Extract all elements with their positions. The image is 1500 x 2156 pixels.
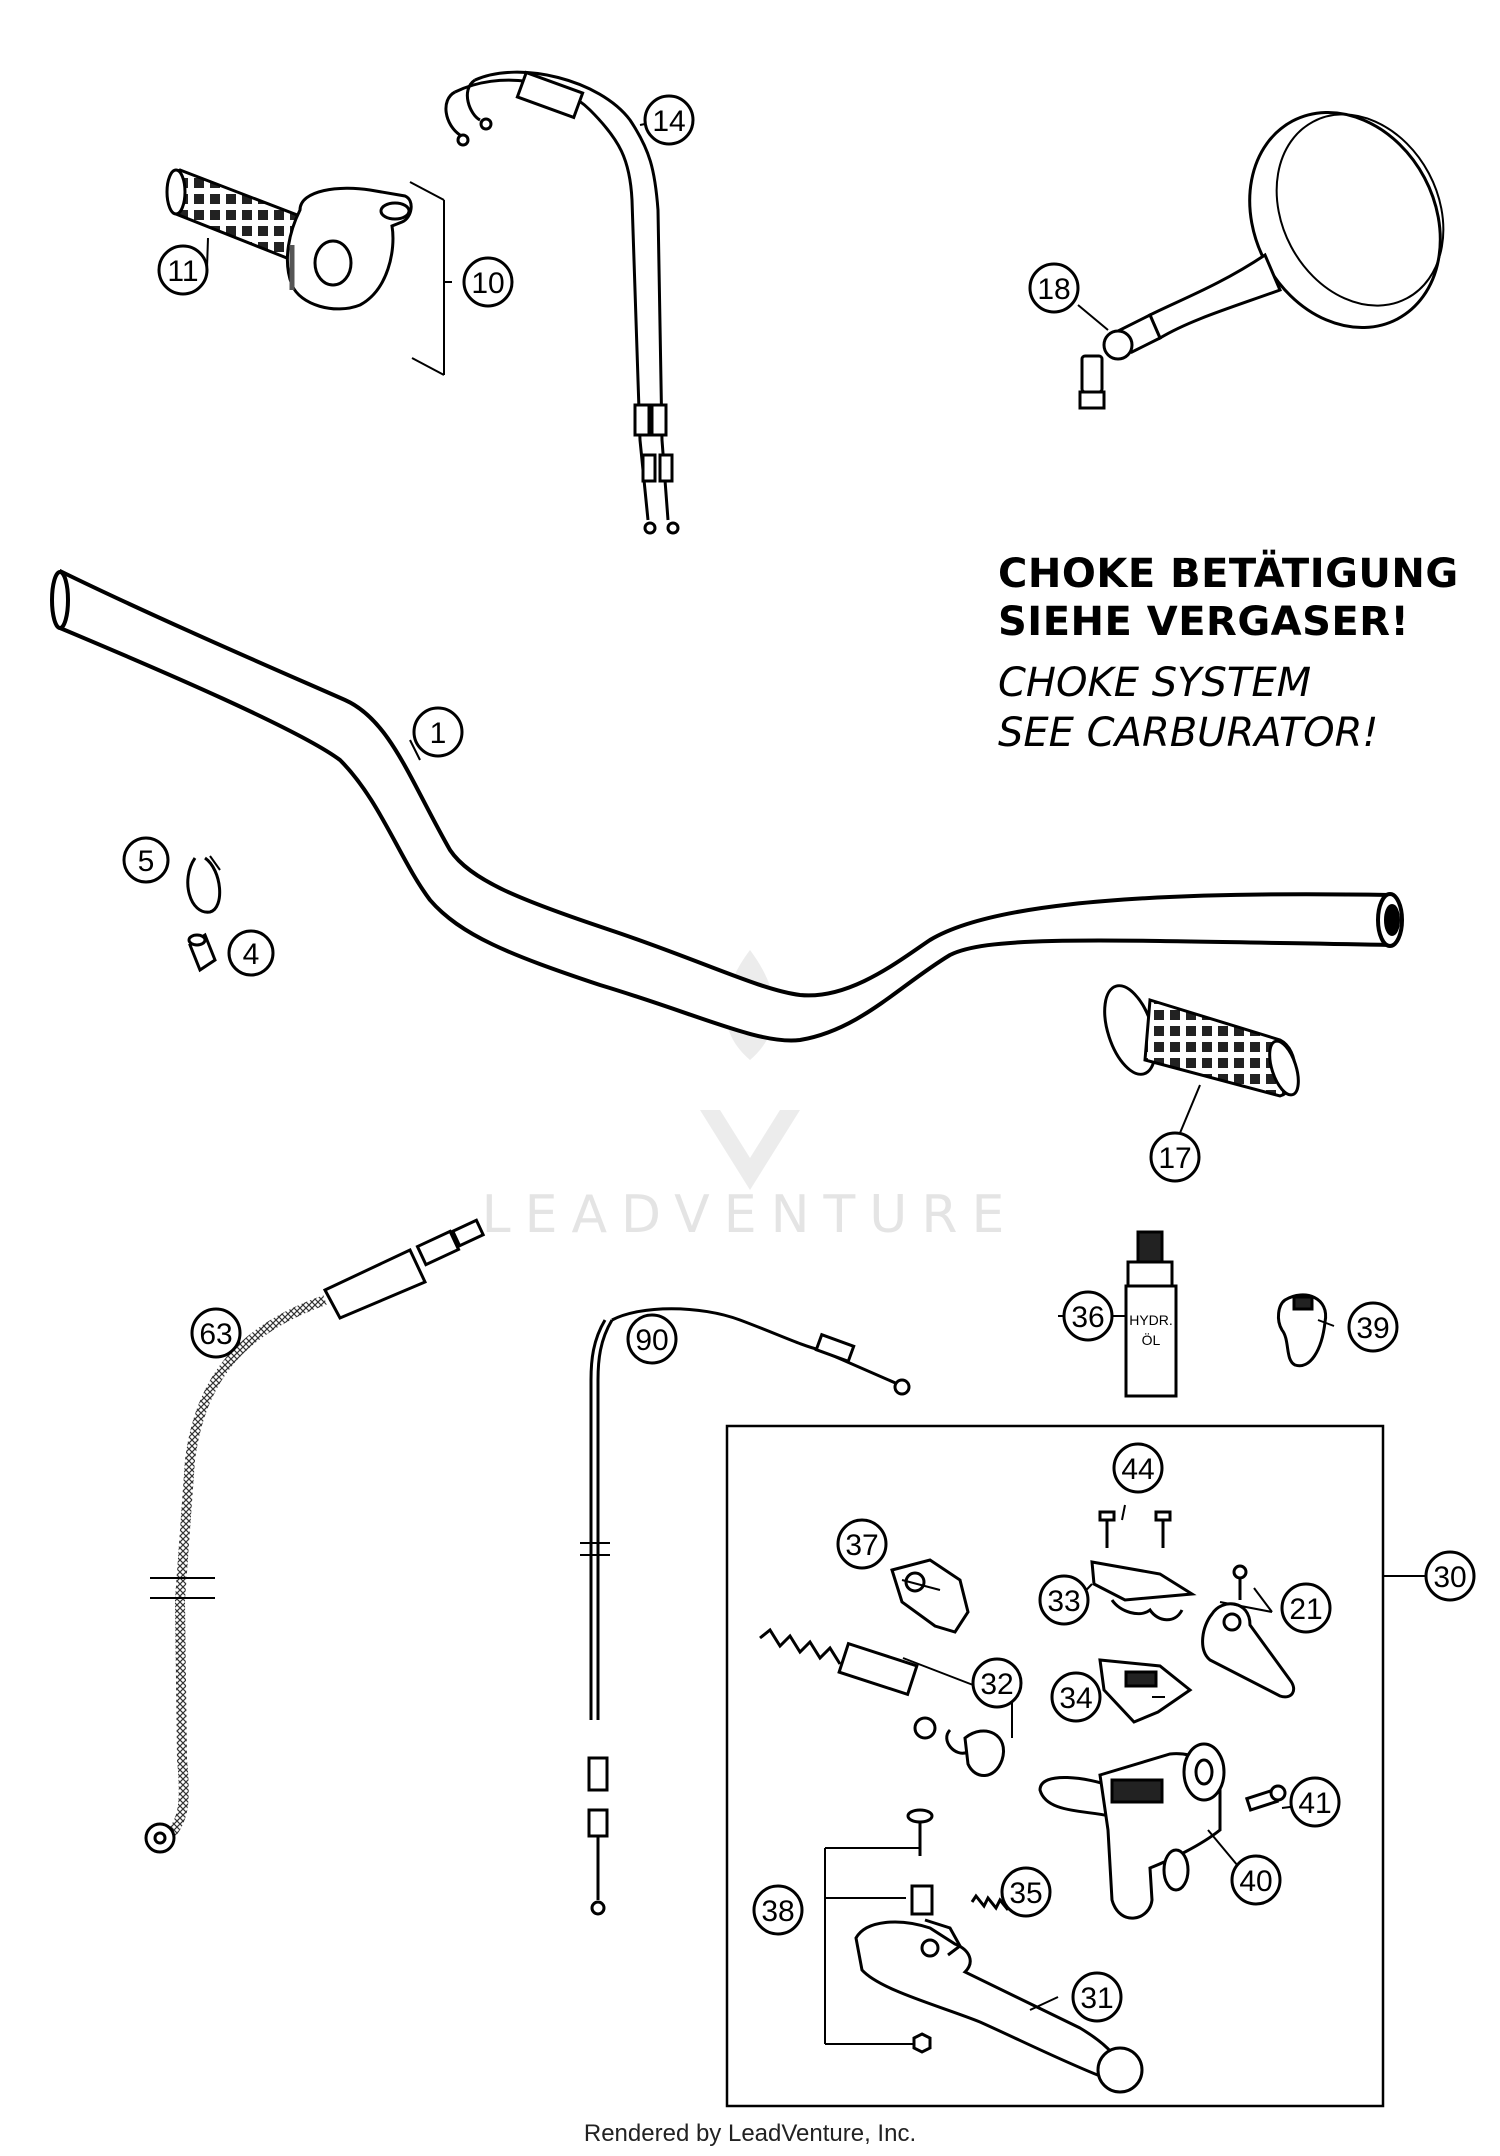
callout-label: 1 [430, 717, 447, 750]
watermark-text: LEADVENTURE [481, 1185, 1019, 1245]
throttle-cables [444, 70, 680, 535]
choke-note-english-line1: CHOKE SYSTEM [998, 660, 1312, 706]
oil-bottle [1124, 1230, 1178, 1398]
callout-10 [462, 256, 514, 308]
mirror [1078, 110, 1445, 410]
braided-hose [144, 1218, 486, 1854]
right-grip [1103, 984, 1300, 1098]
callout-label: 11 [167, 255, 198, 288]
callout-label: 18 [1037, 273, 1070, 306]
callout-33 [1038, 1574, 1090, 1626]
choke-note-german-line1: CHOKE BETÄTIGUNG [998, 551, 1459, 597]
callout-14 [643, 94, 695, 146]
screws [1098, 1510, 1172, 1548]
choke-note-english-line2: SEE CARBURATOR! [998, 710, 1379, 756]
callout-17 [1149, 1131, 1201, 1183]
callout-63 [190, 1307, 242, 1359]
callout-label: 44 [1121, 1453, 1154, 1486]
callout-label: 31 [1080, 1982, 1113, 2015]
callout-4 [227, 929, 275, 977]
callout-label: 90 [635, 1324, 668, 1357]
callout-40 [1230, 1854, 1282, 1906]
callout-39 [1347, 1301, 1399, 1353]
callout-label: 39 [1356, 1312, 1389, 1345]
pivot-bolt [1201, 1564, 1296, 1699]
callout-label: 63 [199, 1318, 232, 1351]
callout-label: 4 [243, 938, 260, 971]
callout-30 [1424, 1550, 1476, 1602]
callout-label: 10 [471, 267, 504, 300]
callout-label: 30 [1433, 1561, 1466, 1594]
callout-36 [1062, 1290, 1114, 1342]
ring-clip [186, 856, 222, 914]
clutch-lever [854, 1918, 1144, 2094]
callout-label: 33 [1047, 1585, 1080, 1618]
callout-35 [1000, 1866, 1052, 1918]
callout-label: 21 [1289, 1593, 1322, 1626]
callout-34 [1050, 1671, 1102, 1723]
housing-bracket-line [409, 181, 445, 201]
callout-44 [1112, 1442, 1164, 1494]
callout-label: 38 [761, 1895, 794, 1928]
piston-assembly [759, 1627, 1013, 1777]
footer-credit: Rendered by LeadVenture, Inc. [583, 2120, 917, 2147]
lever-clamp-part [890, 1558, 970, 1634]
callout-label: 34 [1059, 1682, 1092, 1715]
master-cylinder [1038, 1742, 1287, 1920]
oil-bottle-label: HYDR. [1129, 1312, 1173, 1328]
callout-label: 32 [980, 1668, 1013, 1701]
reservoir-cover [1090, 1560, 1197, 1622]
callout-31 [1071, 1971, 1123, 2023]
callout-18 [1028, 262, 1080, 314]
choke-note-english: CHOKE SYSTEM SEE CARBURATOR! [998, 658, 1378, 758]
callout-21 [1280, 1582, 1332, 1634]
callout-label: 5 [138, 845, 155, 878]
callout-label: 14 [652, 105, 685, 138]
callout-label: 41 [1298, 1787, 1331, 1820]
small-spring [970, 1893, 1010, 1911]
clutch-cable [580, 1307, 911, 1916]
callout-41 [1289, 1776, 1341, 1828]
throttle-housing [285, 186, 413, 311]
callout-label: 35 [1009, 1877, 1042, 1910]
callout-label: 37 [845, 1529, 878, 1562]
choke-note-german: CHOKE BETÄTIGUNG SIEHE VERGASER! [998, 550, 1459, 646]
callout-11 [157, 244, 209, 296]
housing-bracket-line [411, 357, 445, 376]
handlebar [50, 568, 1404, 1043]
small-sleeve [187, 932, 217, 973]
lever-pivot-parts [824, 1808, 934, 2054]
kit-box [725, 1424, 1385, 2108]
callout-1 [412, 706, 464, 758]
callout-label: 36 [1071, 1301, 1104, 1334]
callout-37 [836, 1518, 888, 1570]
oil-bottle-label: ÖL [1142, 1331, 1161, 1348]
callout-5 [122, 836, 170, 884]
callout-32 [971, 1657, 1023, 1709]
callout-90 [626, 1313, 678, 1365]
clip [1276, 1293, 1328, 1368]
callout-38 [752, 1884, 804, 1936]
reservoir-gasket [1098, 1658, 1193, 1724]
choke-note-german-line2: SIEHE VERGASER! [998, 599, 1410, 645]
callout-label: 17 [1158, 1142, 1191, 1175]
callout-label: 40 [1239, 1865, 1272, 1898]
